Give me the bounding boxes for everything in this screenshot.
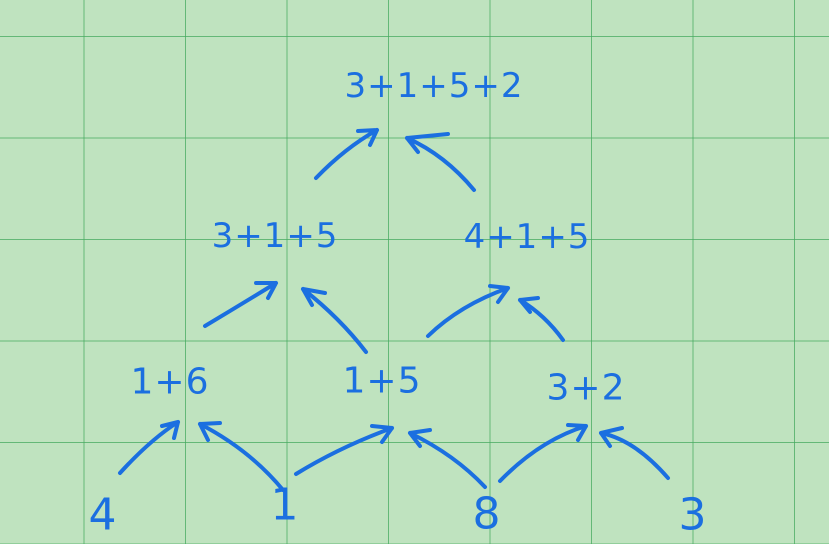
arrow-midleft-to-top <box>314 128 379 180</box>
leaf-label: 8 <box>472 488 502 540</box>
bottom-center-node-label: 1+5 <box>342 360 422 402</box>
leaf-label: 3 <box>678 489 708 541</box>
arrow-leaf2-to-center <box>294 424 394 476</box>
arrow-left-to-midleft <box>203 281 278 328</box>
arrow-leaf4-to-right <box>599 426 670 480</box>
arrow-center-to-midright <box>426 284 510 338</box>
middle-left-node-label: 3+1+5 <box>211 216 339 256</box>
arrow-midright-to-top <box>405 132 476 192</box>
leaf-label: 4 <box>88 489 118 541</box>
arrow-center-to-midleft <box>301 287 368 354</box>
arrow-leaf3-to-right <box>498 423 588 483</box>
arrow-leaf1-to-left <box>118 420 180 475</box>
bottom-left-node-label: 1+6 <box>130 361 210 403</box>
bottom-right-node-label: 3+2 <box>546 367 626 409</box>
arrow-leaf2-to-left <box>198 421 285 492</box>
arrow-leaf3-to-center <box>408 428 487 489</box>
arrow-right-to-midright <box>518 296 565 342</box>
top-node-label: 3+1+5+2 <box>344 66 524 106</box>
leaf-label: 1 <box>270 479 300 531</box>
middle-right-node-label: 4+1+5 <box>463 217 591 257</box>
